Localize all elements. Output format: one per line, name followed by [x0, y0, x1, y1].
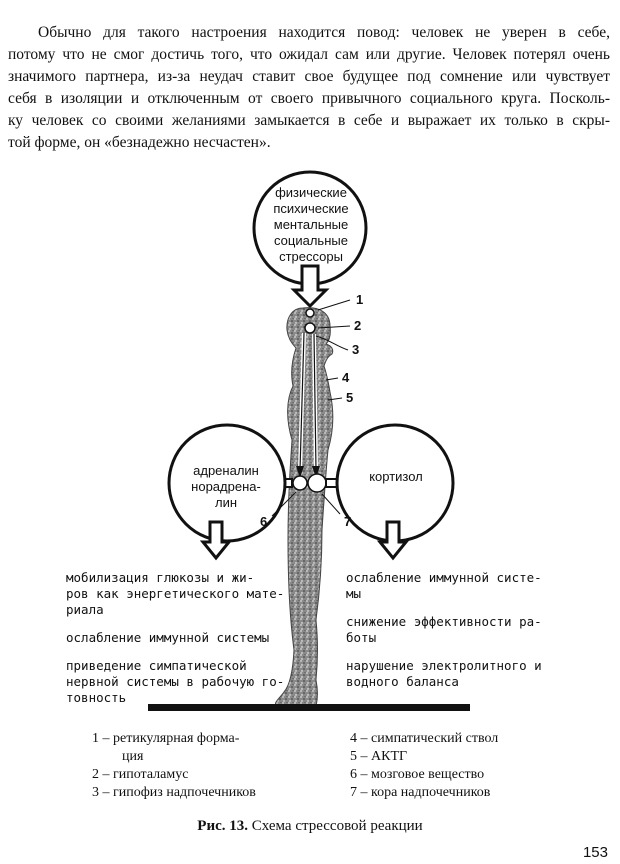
hypothalamus-marker: [304, 322, 316, 334]
marker-number: 3: [352, 342, 360, 357]
marker-number: 6: [260, 514, 268, 529]
intro-paragraph: Обычно для такого настроения находится п…: [8, 22, 610, 154]
marker-number: 4: [342, 370, 350, 385]
effect-line: приведение симпатической: [66, 658, 247, 673]
effect-line: водного баланса: [346, 674, 459, 689]
effect-item: ослабление иммунной системы: [66, 630, 298, 646]
legend-item: 3 – гипофиз надпочечников: [92, 785, 256, 800]
effect-line: боты: [346, 630, 377, 645]
stressor-line: физические: [275, 185, 347, 200]
effect-item: нарушение электролитного и водного балан…: [346, 658, 586, 690]
body-silhouette: [275, 307, 334, 707]
stressor-line: психические: [273, 201, 349, 216]
intro-line: ку человек со своими желаниями замыкаетс…: [8, 112, 610, 129]
intro-line: той форме, он «безнадежно несчастен».: [8, 134, 271, 151]
intro-line: Обычно для такого настроения находится п…: [38, 24, 610, 41]
stressor-arrow: [290, 264, 330, 309]
effect-line: мобилизация глюкозы и жи-: [66, 570, 255, 585]
stressors-label: физические психические ментальные социал…: [246, 185, 376, 265]
reticular-formation-marker: [305, 308, 315, 318]
effect-line: ослабление иммунной систе-: [346, 570, 542, 585]
effect-line: нервной системы в рабочую го-: [66, 674, 285, 689]
intro-line: потому что не смог достичь того, что ожи…: [8, 46, 610, 63]
effect-item: мобилизация глюкозы и жи- ров как энерге…: [66, 570, 298, 618]
adrenaline-line: лин: [214, 495, 238, 510]
figure-caption: Рис. 13. Схема стрессовой реакции: [0, 818, 620, 835]
effect-line: снижение эффективности ра-: [346, 614, 542, 629]
adrenaline-line: норадрена-: [191, 479, 261, 494]
left-effects: мобилизация глюкозы и жи- ров как энерге…: [66, 570, 298, 718]
legend-item: 4 – симпатический ствол: [350, 731, 499, 746]
effect-line: ослабление иммунной системы: [66, 630, 270, 645]
intro-line: значимого партнера, из-за неудач ставит …: [8, 68, 610, 85]
left-effects-arrow: [199, 520, 233, 561]
effect-line: нарушение электролитного и: [346, 658, 542, 673]
effect-line: товность: [66, 690, 127, 705]
effect-item: ослабление иммунной систе- мы: [346, 570, 586, 602]
caption-text: Схема стрессовой реакции: [248, 818, 423, 834]
stressor-line: стрессоры: [279, 249, 343, 264]
marker-number: 2: [354, 318, 362, 333]
legend-item: ция: [122, 749, 144, 764]
stressor-line: ментальные: [273, 217, 349, 232]
legend-item: 2 – гипоталамус: [92, 767, 189, 782]
adrenaline-label: адреналин норадрена- лин: [176, 463, 276, 511]
caption-label: Рис. 13.: [197, 818, 248, 834]
marker-number: 5: [346, 390, 354, 405]
effect-line: риала: [66, 602, 104, 617]
effect-item: снижение эффективности ра- боты: [346, 614, 586, 646]
effect-line: ров как энергетического мате-: [66, 586, 285, 601]
legend-item: 1 – ретикулярная форма-: [92, 731, 240, 746]
cortisol-label: кортизол: [369, 469, 423, 484]
legend-item: 7 – кора надпочечников: [350, 785, 491, 800]
marker-number: 1: [356, 292, 364, 307]
page-number: 153: [582, 844, 608, 861]
right-effects: ослабление иммунной систе- мы снижение э…: [346, 570, 586, 702]
effect-item: приведение симпатической нервной системы…: [66, 658, 298, 706]
legend-right: 4 – симпатический ствол 5 – АКТГ 6 – моз…: [350, 730, 498, 802]
intro-line: себя в изоляции и отключенным от своего …: [8, 90, 610, 107]
legend-item: 6 – мозговое вещество: [350, 767, 485, 782]
ground-bar: [148, 704, 470, 711]
right-effects-arrow: [376, 520, 410, 561]
adrenaline-line: адреналин: [193, 463, 259, 478]
effect-line: мы: [346, 586, 362, 601]
legend-left: 1 – ретикулярная форма- ция 2 – гипотала…: [92, 730, 256, 802]
stressor-line: социальные: [274, 233, 348, 248]
legend-item: 5 – АКТГ: [350, 749, 408, 764]
marker-number: 7: [344, 514, 352, 529]
adrenal-cortex-marker: [307, 473, 327, 493]
adrenal-medulla-marker: [292, 475, 308, 491]
